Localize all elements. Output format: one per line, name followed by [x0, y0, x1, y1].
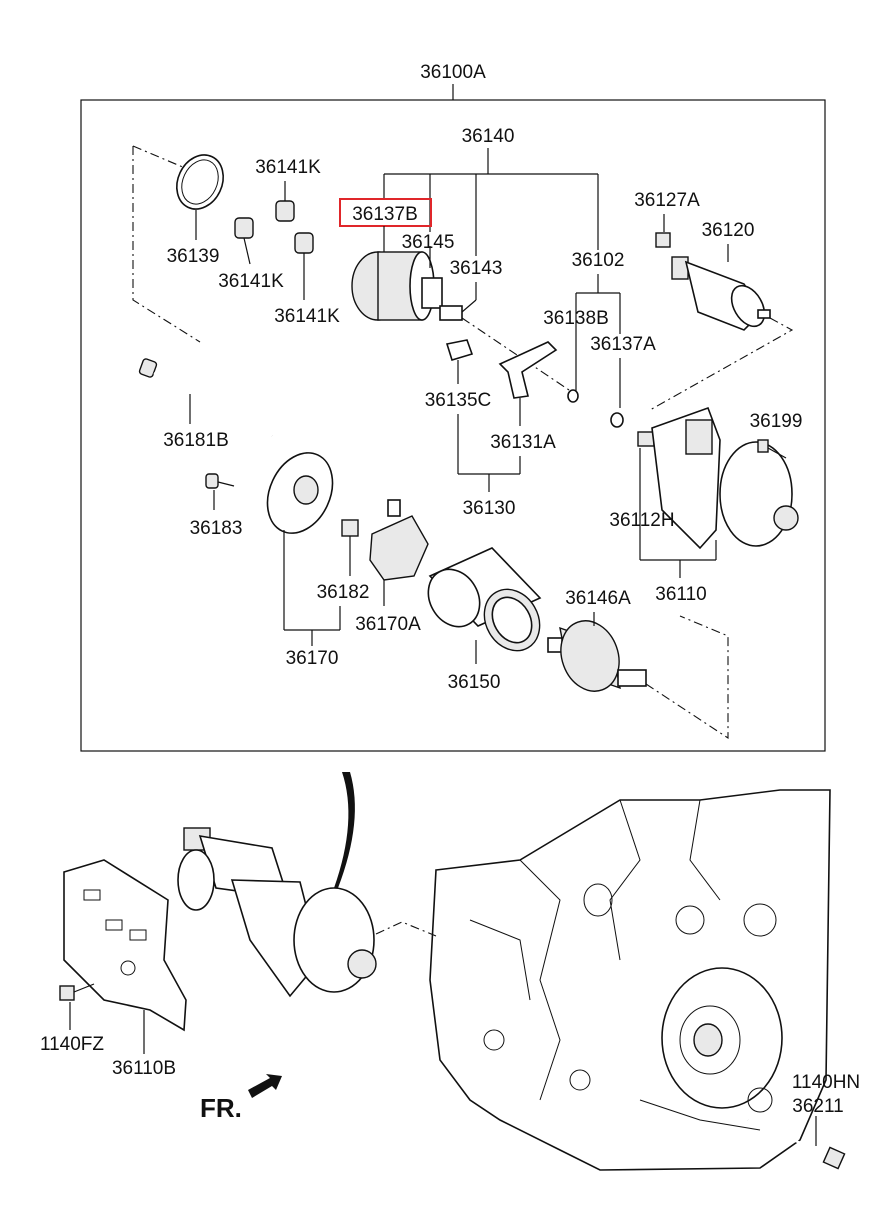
front-direction-label: FR. — [200, 1093, 242, 1123]
part-36138b-ball — [567, 389, 579, 403]
label-36181b[interactable]: 36181B — [163, 430, 229, 451]
part-36150-yoke — [427, 547, 542, 664]
part-36145-gear-housing — [351, 246, 463, 321]
label-1140fz[interactable]: 1140FZ — [40, 1034, 104, 1055]
part-36181b-bolt — [138, 358, 273, 438]
label-36127a[interactable]: 36127A — [634, 190, 700, 211]
label-36146a[interactable]: 36146A — [565, 588, 631, 609]
label-36211[interactable]: 36211 — [792, 1096, 843, 1117]
label-36137a[interactable]: 36137A — [590, 334, 656, 355]
label-36183[interactable]: 36183 — [190, 518, 243, 539]
part-36183-screw — [205, 473, 235, 510]
part-36211-bolt — [747, 1116, 846, 1170]
part-36137a-washer — [610, 412, 624, 428]
label-36135c[interactable]: 36135C — [425, 390, 492, 411]
label-36170a[interactable]: 36170A — [355, 614, 421, 635]
label-36199[interactable]: 36199 — [750, 411, 803, 432]
part-36182-bushing — [341, 519, 359, 576]
label-36110[interactable]: 36110 — [655, 584, 706, 605]
leader-36102-tree — [575, 274, 621, 392]
label-36143[interactable]: 36143 — [450, 258, 503, 279]
guide-left — [132, 145, 201, 343]
assembly-frame — [80, 84, 826, 752]
label-36182[interactable]: 36182 — [317, 582, 370, 603]
label-36145[interactable]: 36145 — [402, 232, 455, 253]
part-36127a-nut — [655, 232, 671, 248]
label-36138b[interactable]: 36138B — [543, 308, 609, 329]
part-36170-end-plate — [266, 452, 334, 630]
highlight-box-36137b — [339, 198, 432, 227]
part-36110-front-housing — [637, 406, 799, 550]
callout-arrow — [334, 772, 355, 888]
part-36141k-gear-a — [275, 181, 295, 222]
installed-starter — [177, 827, 377, 998]
part-36199-bolt — [757, 439, 787, 459]
part-36139-snap-ring — [176, 154, 224, 240]
label-1140hn[interactable]: 1140HN — [792, 1072, 860, 1093]
leader-36170-tree — [284, 606, 341, 646]
label-36110b[interactable]: 36110B — [112, 1058, 176, 1079]
label-36141k-a[interactable]: 36141K — [255, 157, 321, 178]
label-36100a[interactable]: 36100A — [420, 62, 486, 83]
label-36139[interactable]: 36139 — [167, 246, 220, 267]
part-36135c-lever — [445, 339, 474, 384]
part-36141k-gear-b — [234, 217, 254, 265]
part-36120-solenoid — [671, 256, 771, 331]
leader-36110-tree — [640, 540, 717, 578]
heat-shield-36110b — [63, 859, 187, 1054]
label-36141k-c[interactable]: 36141K — [274, 306, 340, 327]
label-36150[interactable]: 36150 — [448, 672, 501, 693]
label-36131a[interactable]: 36131A — [490, 432, 556, 453]
leader-36130-tree — [457, 414, 521, 492]
label-36137b[interactable]: 36137B — [352, 204, 418, 225]
label-36140[interactable]: 36140 — [462, 126, 515, 147]
label-36120[interactable]: 36120 — [702, 220, 755, 241]
part-36141k-gear-c — [294, 232, 314, 300]
part-36170a-brush-holder — [369, 499, 429, 606]
label-36102[interactable]: 36102 — [572, 250, 625, 271]
part-36131a-plate — [498, 341, 558, 426]
part-36146a-armature — [547, 612, 647, 692]
label-36130[interactable]: 36130 — [463, 498, 516, 519]
front-arrow-icon — [248, 1074, 282, 1098]
engine-block — [429, 789, 831, 1171]
label-36141k-b[interactable]: 36141K — [218, 271, 284, 292]
label-36112h[interactable]: 36112H — [609, 510, 674, 531]
part-1140fz-bolt — [59, 983, 95, 1030]
label-36170[interactable]: 36170 — [286, 648, 339, 669]
